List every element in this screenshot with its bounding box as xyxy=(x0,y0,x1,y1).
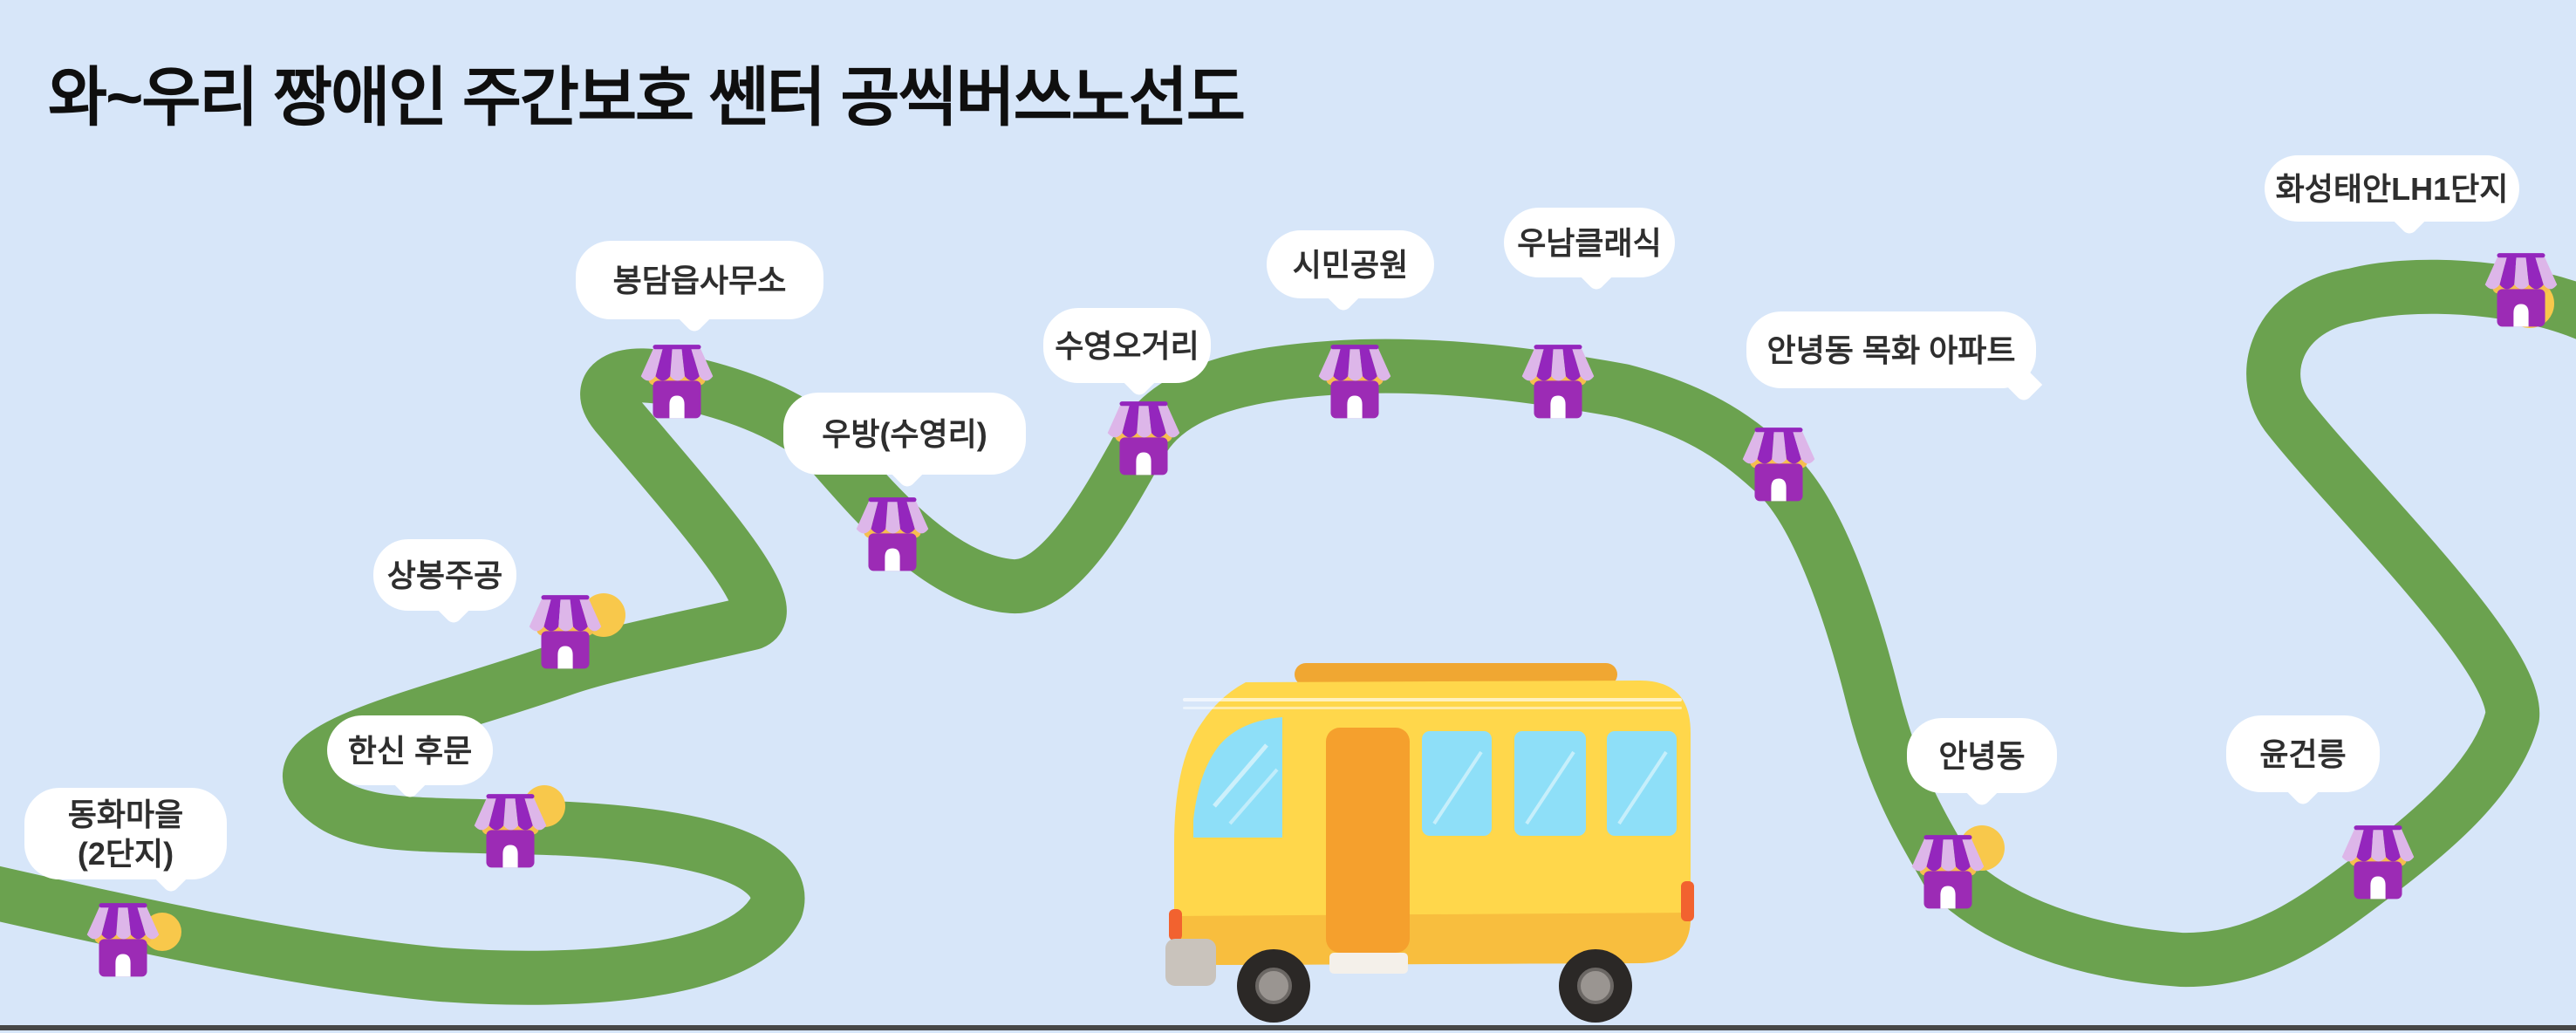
stop-label-bubble: 화성태안LH1단지 xyxy=(2265,155,2519,237)
stop-label-text: 상봉주공 xyxy=(386,557,503,593)
stop-label-text: 안녕동 목화 아파트 xyxy=(1766,332,2016,368)
bus-stop-stall-icon xyxy=(528,589,603,672)
bus-stop-stall-icon xyxy=(2340,819,2415,902)
bus-front-light xyxy=(1169,909,1182,941)
stop-label-bubble: 안녕동 목화 아파트 xyxy=(1746,311,2043,404)
stop-label-bubble: 상봉주공 xyxy=(373,539,516,626)
stop-label-text: 우남클래식 xyxy=(1517,224,1662,261)
bus-door xyxy=(1326,728,1410,953)
stop-label-text: 봉담읍사무소 xyxy=(612,262,787,298)
bus-stop-stall-icon xyxy=(855,491,930,574)
stop-label-bubble: 시민공원 xyxy=(1267,230,1434,314)
bus-stop-stall-icon xyxy=(1106,395,1181,478)
stop-label-bubble: 우남클래식 xyxy=(1504,208,1675,293)
stop-label-text: 수영오거리 xyxy=(1055,327,1199,364)
stop-label-bubble: 한신 후문 xyxy=(327,715,493,801)
bus-rear-wheel xyxy=(1559,949,1632,1023)
stop-label-text: 우방(수영리) xyxy=(822,415,987,452)
stop-label-bubble: 동화마을(2단지) xyxy=(24,788,227,895)
bottom-border xyxy=(0,1025,2576,1030)
bus-front-bumper xyxy=(1165,939,1216,986)
bus-roof-rack xyxy=(1295,663,1617,686)
stop-label-bubble: 우방(수영리) xyxy=(783,393,1026,490)
bus-front-wheel xyxy=(1237,949,1310,1023)
bus-body-shade xyxy=(1174,913,1691,965)
page-title: 와~우리 짱애인 주간보호 쎈터 공씩버쓰노선도 xyxy=(48,61,1246,133)
stop-label-text: (2단지) xyxy=(77,835,174,872)
stop-label-text: 동화마을 xyxy=(67,796,184,832)
bus-stop-stall-icon xyxy=(1910,829,1985,912)
stop-label-text: 안녕동 xyxy=(1938,737,2026,774)
stop-label-text: 한신 후문 xyxy=(347,732,473,769)
stop-label-bubble: 수영오거리 xyxy=(1043,308,1211,399)
bus-stop-stall-icon xyxy=(2484,247,2559,330)
bus-stop-stall-icon xyxy=(639,339,714,421)
bus-stop-stall-icon xyxy=(85,897,161,980)
bus-stop-stall-icon xyxy=(473,788,548,871)
stop-label-bubble: 안녕동 xyxy=(1907,718,2057,809)
stop-label-bubble: 봉담읍사무소 xyxy=(576,241,823,335)
stop-label-text: 시민공원 xyxy=(1292,246,1409,283)
bus-illustration xyxy=(1162,658,1705,1033)
bus-stop-stall-icon xyxy=(1317,339,1392,421)
bus-stop-stall-icon xyxy=(1520,339,1595,421)
bus-door-step xyxy=(1329,953,1408,974)
bus-side-windows xyxy=(1422,731,1677,836)
stop-label-text: 윤건릉 xyxy=(2259,735,2347,772)
stop-label-bubble: 윤건릉 xyxy=(2226,715,2380,808)
bus-stop-stall-icon xyxy=(1741,421,1816,504)
bus-rear-light xyxy=(1681,881,1694,921)
stop-label-text: 화성태안LH1단지 xyxy=(2275,170,2509,207)
